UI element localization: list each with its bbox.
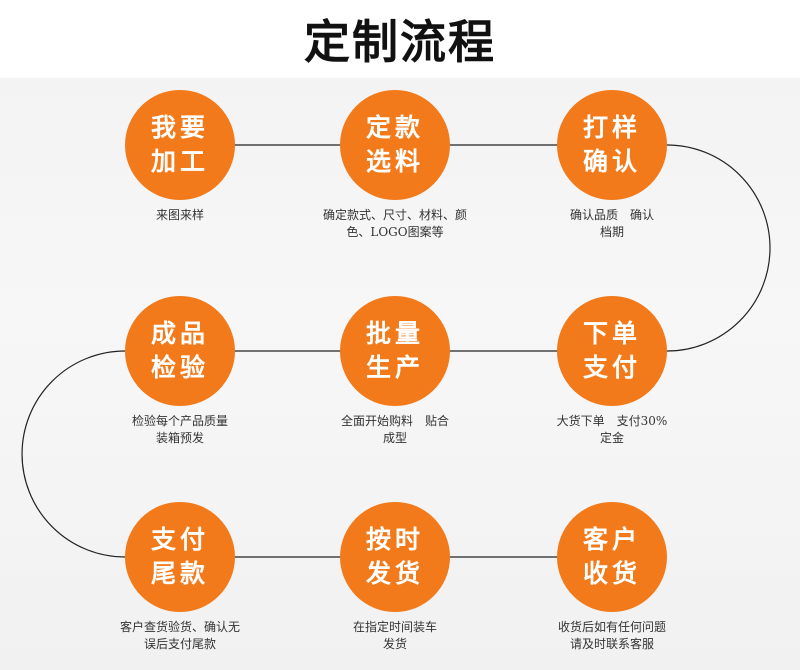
step-8-label-line2: 发货	[365, 559, 424, 588]
step-7-description: 客户查货验货、确认无 误后支付尾款	[119, 620, 240, 651]
step-3-description: 确认品质 确认 档期	[569, 208, 654, 239]
step-8-description: 在指定时间装车 发货	[352, 620, 437, 651]
step-6-label-line1: 下单	[582, 319, 641, 348]
step-7-label-line2: 尾款	[150, 559, 209, 588]
step-2-label-line2: 选料	[365, 147, 424, 176]
step-circle-7: 支付 尾款	[125, 502, 235, 612]
step-circle-6: 下单 支付	[557, 296, 667, 406]
step-2-description: 确定款式、尺寸、材料、颜 色、LOGO图案等	[322, 208, 467, 239]
step-circle-4: 成品 检验	[125, 296, 235, 406]
step-4-description: 检验每个产品质量 装箱预发	[131, 414, 228, 445]
connector-4-7	[21, 350, 126, 558]
step-5-label-line2: 生产	[365, 353, 424, 382]
step-5-description: 全面开始购料 贴合 成型	[340, 414, 449, 445]
step-6-description: 大货下单 支付30% 定金	[556, 414, 668, 445]
step-1-label-line1: 我要	[150, 113, 209, 142]
step-circle-5: 批量 生产	[340, 296, 450, 406]
step-9-label-line2: 收货	[582, 559, 641, 588]
step-circle-9: 客户 收货	[557, 502, 667, 612]
step-circle-8: 按时 发货	[340, 502, 450, 612]
step-5-label-line1: 批量	[365, 319, 424, 348]
step-8-label-line1: 按时	[365, 525, 424, 554]
step-9-label-line1: 客户	[582, 525, 641, 554]
step-circle-3: 打样 确认	[557, 90, 667, 200]
step-circle-1: 我要 加工	[125, 90, 235, 200]
step-3-label-line1: 打样	[582, 113, 641, 142]
header: 定制流程	[0, 0, 800, 78]
step-4-label-line1: 成品	[150, 319, 209, 348]
step-7-label-line1: 支付	[150, 525, 209, 554]
step-6-label-line2: 支付	[582, 353, 641, 382]
step-circle-2: 定款 选料	[340, 90, 450, 200]
page-title: 定制流程	[304, 15, 496, 69]
connector-3-6	[666, 144, 771, 352]
step-3-label-line2: 确认	[582, 147, 641, 176]
step-2-label-line1: 定款	[365, 113, 424, 142]
step-4-label-line2: 检验	[150, 353, 209, 382]
step-1-description: 来图来样	[155, 208, 204, 222]
step-1-label-line2: 加工	[150, 147, 209, 176]
step-9-description: 收货后如有任何问题 请及时联系客服	[557, 620, 666, 651]
